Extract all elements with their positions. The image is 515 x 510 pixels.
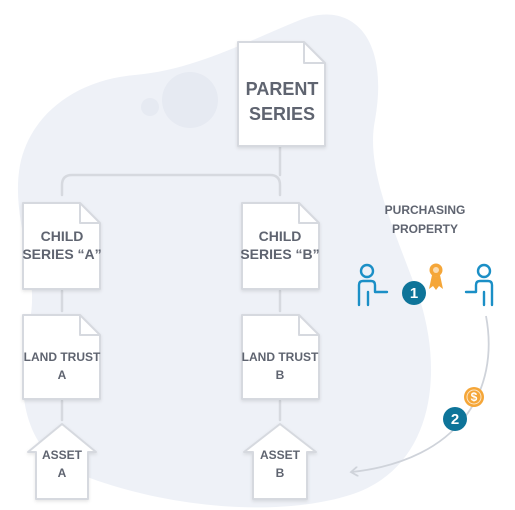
asset-b-house-icon xyxy=(243,423,317,500)
award-ribbon-icon xyxy=(429,263,443,290)
person-handing-icon xyxy=(357,263,389,307)
child-series-a-document xyxy=(22,202,101,290)
background-bubble-small xyxy=(141,98,159,116)
land-trust-a-document xyxy=(22,314,101,400)
step-1-badge: 1 xyxy=(402,281,426,305)
person-receiving-icon xyxy=(464,263,494,307)
parent-series-label-line2: SERIES xyxy=(249,104,315,124)
coin-symbol: $ xyxy=(471,390,478,404)
parent-series-document xyxy=(237,41,326,147)
land-trust-a-label-line2: A xyxy=(58,368,67,382)
parent-series-label-line1: PARENT xyxy=(246,79,319,99)
background-bubble-large xyxy=(162,72,218,128)
asset-a-house-icon xyxy=(27,423,97,500)
asset-a-label-line1: ASSET xyxy=(42,448,83,462)
step-2-badge: 2 xyxy=(443,407,467,431)
dollar-coin-icon: $ xyxy=(464,387,484,407)
child-series-b-label-line1: CHILD xyxy=(259,228,302,244)
land-trust-b-label-line1: LAND TRUST xyxy=(242,350,319,364)
child-series-b-label-line2: SERIES “B” xyxy=(240,246,319,262)
land-trust-b-label-line2: B xyxy=(276,368,285,382)
land-trust-a-label-line1: LAND TRUST xyxy=(24,350,101,364)
step-1-number: 1 xyxy=(410,285,418,302)
asset-b-label-line1: ASSET xyxy=(260,448,301,462)
child-series-a-label-line1: CHILD xyxy=(41,228,84,244)
purchasing-property-label-line2: PROPERTY xyxy=(392,222,458,236)
parent-to-children-connector xyxy=(60,144,282,197)
asset-b-label-line2: B xyxy=(276,466,285,480)
asset-a-label-line2: A xyxy=(58,466,67,480)
tree-connectors xyxy=(60,144,282,422)
child-series-b-document xyxy=(241,202,320,290)
land-trust-b-document xyxy=(241,314,320,400)
purchasing-property-label-line1: PURCHASING xyxy=(385,203,466,217)
child-series-a-label-line2: SERIES “A” xyxy=(22,246,101,262)
step-2-number: 2 xyxy=(451,411,459,428)
background-blob xyxy=(17,14,432,508)
